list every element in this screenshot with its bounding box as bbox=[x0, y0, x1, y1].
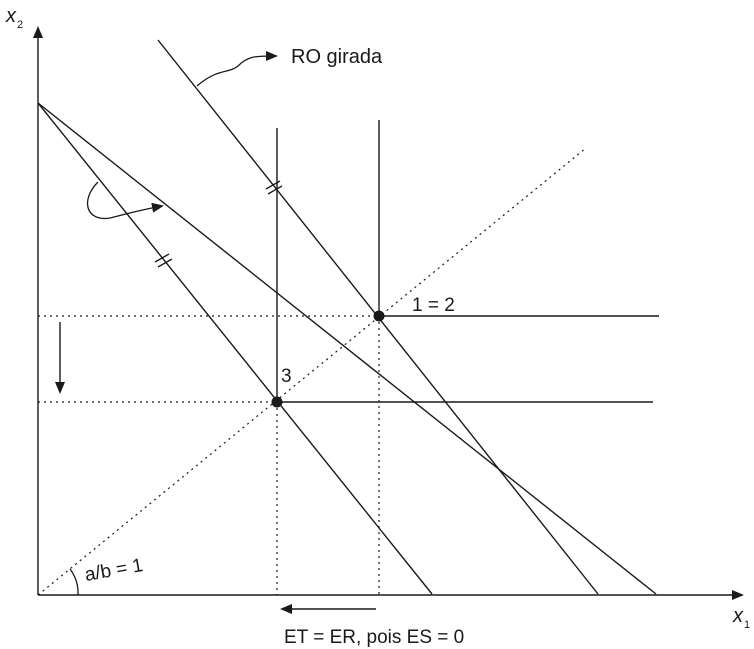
parallel-mark-rotated bbox=[265, 180, 283, 195]
effect-label: ET = ER, pois ES = 0 bbox=[284, 627, 464, 648]
y-axis-label: x bbox=[5, 5, 17, 27]
rotation-arrow bbox=[87, 181, 164, 220]
point-3 bbox=[271, 396, 283, 408]
x-axis-subscript: 1 bbox=[744, 619, 750, 631]
y-axis-subscript: 2 bbox=[17, 19, 23, 31]
budget-line-compensated bbox=[37, 102, 433, 595]
parallel-mark-compensated bbox=[154, 253, 173, 268]
ratio-label: a/b = 1 bbox=[83, 555, 144, 586]
ray-a-b-1 bbox=[37, 147, 587, 596]
rotated-budget-label: RO girada bbox=[291, 46, 383, 68]
budget-line-original bbox=[37, 102, 657, 595]
x-axis-label: x bbox=[732, 605, 744, 627]
angle-arc bbox=[69, 568, 79, 596]
point-3-label: 3 bbox=[281, 366, 292, 387]
point-1-2 bbox=[373, 310, 385, 322]
point-12-label: 1 = 2 bbox=[412, 295, 455, 316]
curved-arrow-rotated bbox=[196, 51, 278, 87]
